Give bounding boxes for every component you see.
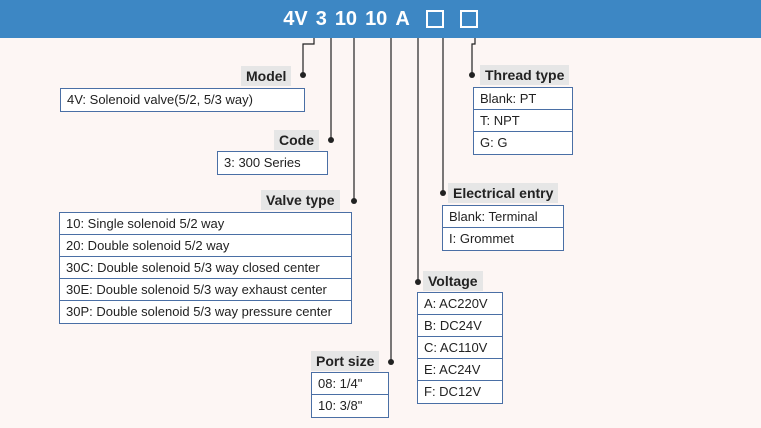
dot-electrical-entry bbox=[440, 190, 446, 196]
thread-type-row: G: G bbox=[480, 135, 508, 150]
dot-thread-type bbox=[469, 72, 475, 78]
code-segment-port-size: 10 bbox=[365, 7, 388, 30]
code-segment-series: 4V bbox=[283, 7, 308, 30]
voltage-table: A: AC220V B: DC24V C: AC110V E: AC24V F:… bbox=[417, 292, 503, 404]
port-size-row: 08: 1/4" bbox=[312, 373, 388, 395]
dot-model bbox=[300, 72, 306, 78]
valve-type-table: 10: Single solenoid 5/2 way 20: Double s… bbox=[59, 212, 352, 324]
code-placeholder-thread-type bbox=[459, 10, 478, 28]
dot-voltage bbox=[415, 279, 421, 285]
thread-type-table: Blank: PT T: NPT G: G bbox=[473, 87, 573, 155]
dot-port-size bbox=[388, 359, 394, 365]
port-size-label: Port size bbox=[311, 351, 380, 371]
valve-type-row: 30P: Double solenoid 5/3 way pressure ce… bbox=[66, 304, 332, 319]
model-row: 4V: Solenoid valve(5/2, 5/3 way) bbox=[67, 92, 253, 107]
voltage-row: E: AC24V bbox=[418, 359, 502, 381]
code-table: 3: 300 Series bbox=[217, 151, 328, 175]
electrical-entry-row: Blank: Terminal bbox=[443, 206, 563, 228]
voltage-row: C: AC110V bbox=[418, 337, 502, 359]
voltage-row: A: AC220V bbox=[418, 293, 502, 315]
connector-thread-type bbox=[471, 38, 476, 75]
valve-type-row: 30C: Double solenoid 5/3 way closed cent… bbox=[60, 257, 351, 279]
electrical-entry-row: I: Grommet bbox=[449, 231, 515, 246]
code-segment-valve-type: 10 bbox=[334, 7, 358, 30]
code-segment-voltage: A bbox=[395, 7, 410, 30]
voltage-row: B: DC24V bbox=[418, 315, 502, 337]
electrical-entry-label: Electrical entry bbox=[448, 183, 559, 203]
model-code-title: 4V 3 10 10 A bbox=[0, 0, 761, 38]
code-segment-code: 3 bbox=[315, 7, 327, 30]
port-size-table: 08: 1/4" 10: 3/8" bbox=[311, 372, 389, 418]
code-row: 3: 300 Series bbox=[224, 155, 301, 170]
dot-valve-type bbox=[351, 198, 357, 204]
dot-code bbox=[328, 137, 334, 143]
valve-type-row: 20: Double solenoid 5/2 way bbox=[60, 235, 351, 257]
thread-type-row: T: NPT bbox=[474, 110, 572, 132]
thread-type-row: Blank: PT bbox=[474, 88, 572, 110]
port-size-row: 10: 3/8" bbox=[318, 398, 363, 413]
valve-type-label: Valve type bbox=[261, 190, 340, 210]
valve-type-row: 30E: Double solenoid 5/3 way exhaust cen… bbox=[60, 279, 351, 301]
connector-model bbox=[302, 38, 315, 75]
thread-type-label: Thread type bbox=[480, 65, 570, 85]
valve-type-row: 10: Single solenoid 5/2 way bbox=[60, 213, 351, 235]
voltage-label: Voltage bbox=[423, 271, 483, 291]
electrical-entry-table: Blank: Terminal I: Grommet bbox=[442, 205, 564, 251]
code-label: Code bbox=[274, 130, 319, 150]
code-placeholder-electrical-entry bbox=[425, 10, 444, 28]
model-table: 4V: Solenoid valve(5/2, 5/3 way) bbox=[60, 88, 305, 112]
model-label: Model bbox=[241, 66, 292, 86]
header-bar bbox=[0, 0, 761, 38]
voltage-row: F: DC12V bbox=[424, 384, 482, 399]
